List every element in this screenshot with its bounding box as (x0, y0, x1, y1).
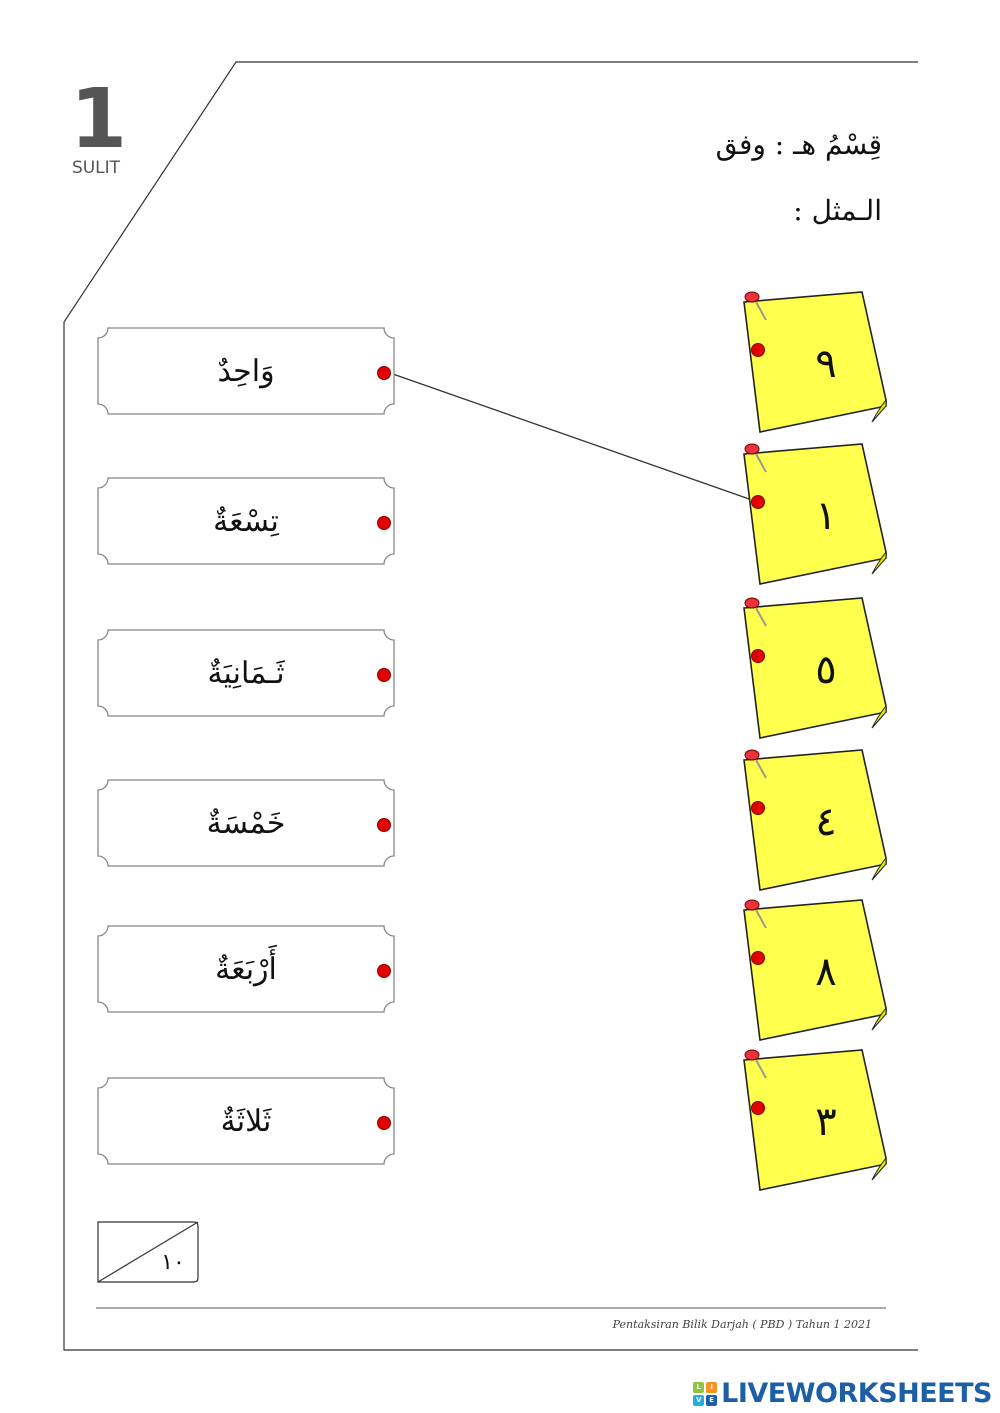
number-note: ٩ (736, 288, 896, 438)
number-note: ١ (736, 440, 896, 590)
page-number: 1 (70, 72, 128, 167)
number-text: ٥ (815, 647, 837, 693)
number-connect-dot[interactable] (751, 343, 765, 357)
sticky-note-shape (743, 291, 887, 433)
word-connect-dot[interactable] (377, 668, 391, 682)
number-text: ٩ (815, 341, 837, 387)
word-card: وَاحِدٌ (96, 326, 396, 416)
classification-label: SULIT (71, 158, 121, 178)
word-connect-dot[interactable] (377, 1116, 391, 1130)
score-box-frame (97, 1221, 199, 1283)
number-connect-dot[interactable] (751, 801, 765, 815)
example-label: الـمثل : (793, 194, 882, 227)
number-text: ٤ (815, 799, 837, 845)
brand-logo-icon: L I V E (693, 1381, 718, 1406)
section-title: قِسْمُ هـ : وفق (715, 128, 882, 161)
number-note: ٤ (736, 746, 896, 896)
brand[interactable]: L I V E LIVEWORKSHEETS (693, 1378, 992, 1409)
sticky-note-shape (743, 749, 887, 891)
footer-text: Pentaksiran Bilik Darjah ( PBD ) Tahun 1… (612, 1318, 872, 1331)
number-connect-dot[interactable] (751, 649, 765, 663)
word-connect-dot[interactable] (377, 818, 391, 832)
sticky-note-shape (743, 899, 887, 1041)
word-connect-dot[interactable] (377, 516, 391, 530)
word-text: تِسْعَةٌ (213, 503, 279, 539)
number-text: ٨ (815, 949, 837, 995)
number-note: ٨ (736, 896, 896, 1046)
number-note: ٣ (736, 1046, 896, 1196)
word-text: ثَـمَانِيَةٌ (207, 655, 285, 691)
word-connect-dot[interactable] (377, 964, 391, 978)
score-box: ١٠ (96, 1220, 200, 1284)
word-card: أَرْبَعَةٌ (96, 924, 396, 1014)
sticky-note-shape (743, 443, 887, 585)
number-connect-dot[interactable] (751, 495, 765, 509)
word-card: ثَلاثَةٌ (96, 1076, 396, 1166)
logo-letter-i: I (706, 1381, 718, 1393)
number-text: ١ (815, 493, 837, 539)
word-card-frame (97, 629, 395, 717)
number-connect-dot[interactable] (751, 1101, 765, 1115)
logo-letter-v: V (693, 1394, 705, 1406)
word-text: وَاحِدٌ (217, 353, 275, 389)
word-connect-dot[interactable] (377, 366, 391, 380)
word-text: خَمْسَةٌ (206, 805, 286, 841)
brand-name: LIVEWORKSHEETS (721, 1378, 992, 1409)
number-connect-dot[interactable] (751, 951, 765, 965)
word-card: خَمْسَةٌ (96, 778, 396, 868)
number-note: ٥ (736, 594, 896, 744)
word-card-frame (97, 925, 395, 1013)
word-text: ثَلاثَةٌ (220, 1103, 272, 1139)
logo-letter-l: L (693, 1381, 705, 1393)
word-card: تِسْعَةٌ (96, 476, 396, 566)
word-card-frame (97, 477, 395, 565)
score-total: ١٠ (161, 1250, 185, 1275)
word-text: أَرْبَعَةٌ (215, 951, 277, 987)
sticky-note-shape (743, 1049, 887, 1191)
word-card-frame (97, 327, 395, 415)
sticky-note-shape (743, 597, 887, 739)
logo-letter-e: E (706, 1394, 718, 1406)
word-card: ثَـمَانِيَةٌ (96, 628, 396, 718)
word-card-frame (97, 1077, 395, 1165)
number-text: ٣ (815, 1099, 837, 1145)
word-card-frame (97, 779, 395, 867)
